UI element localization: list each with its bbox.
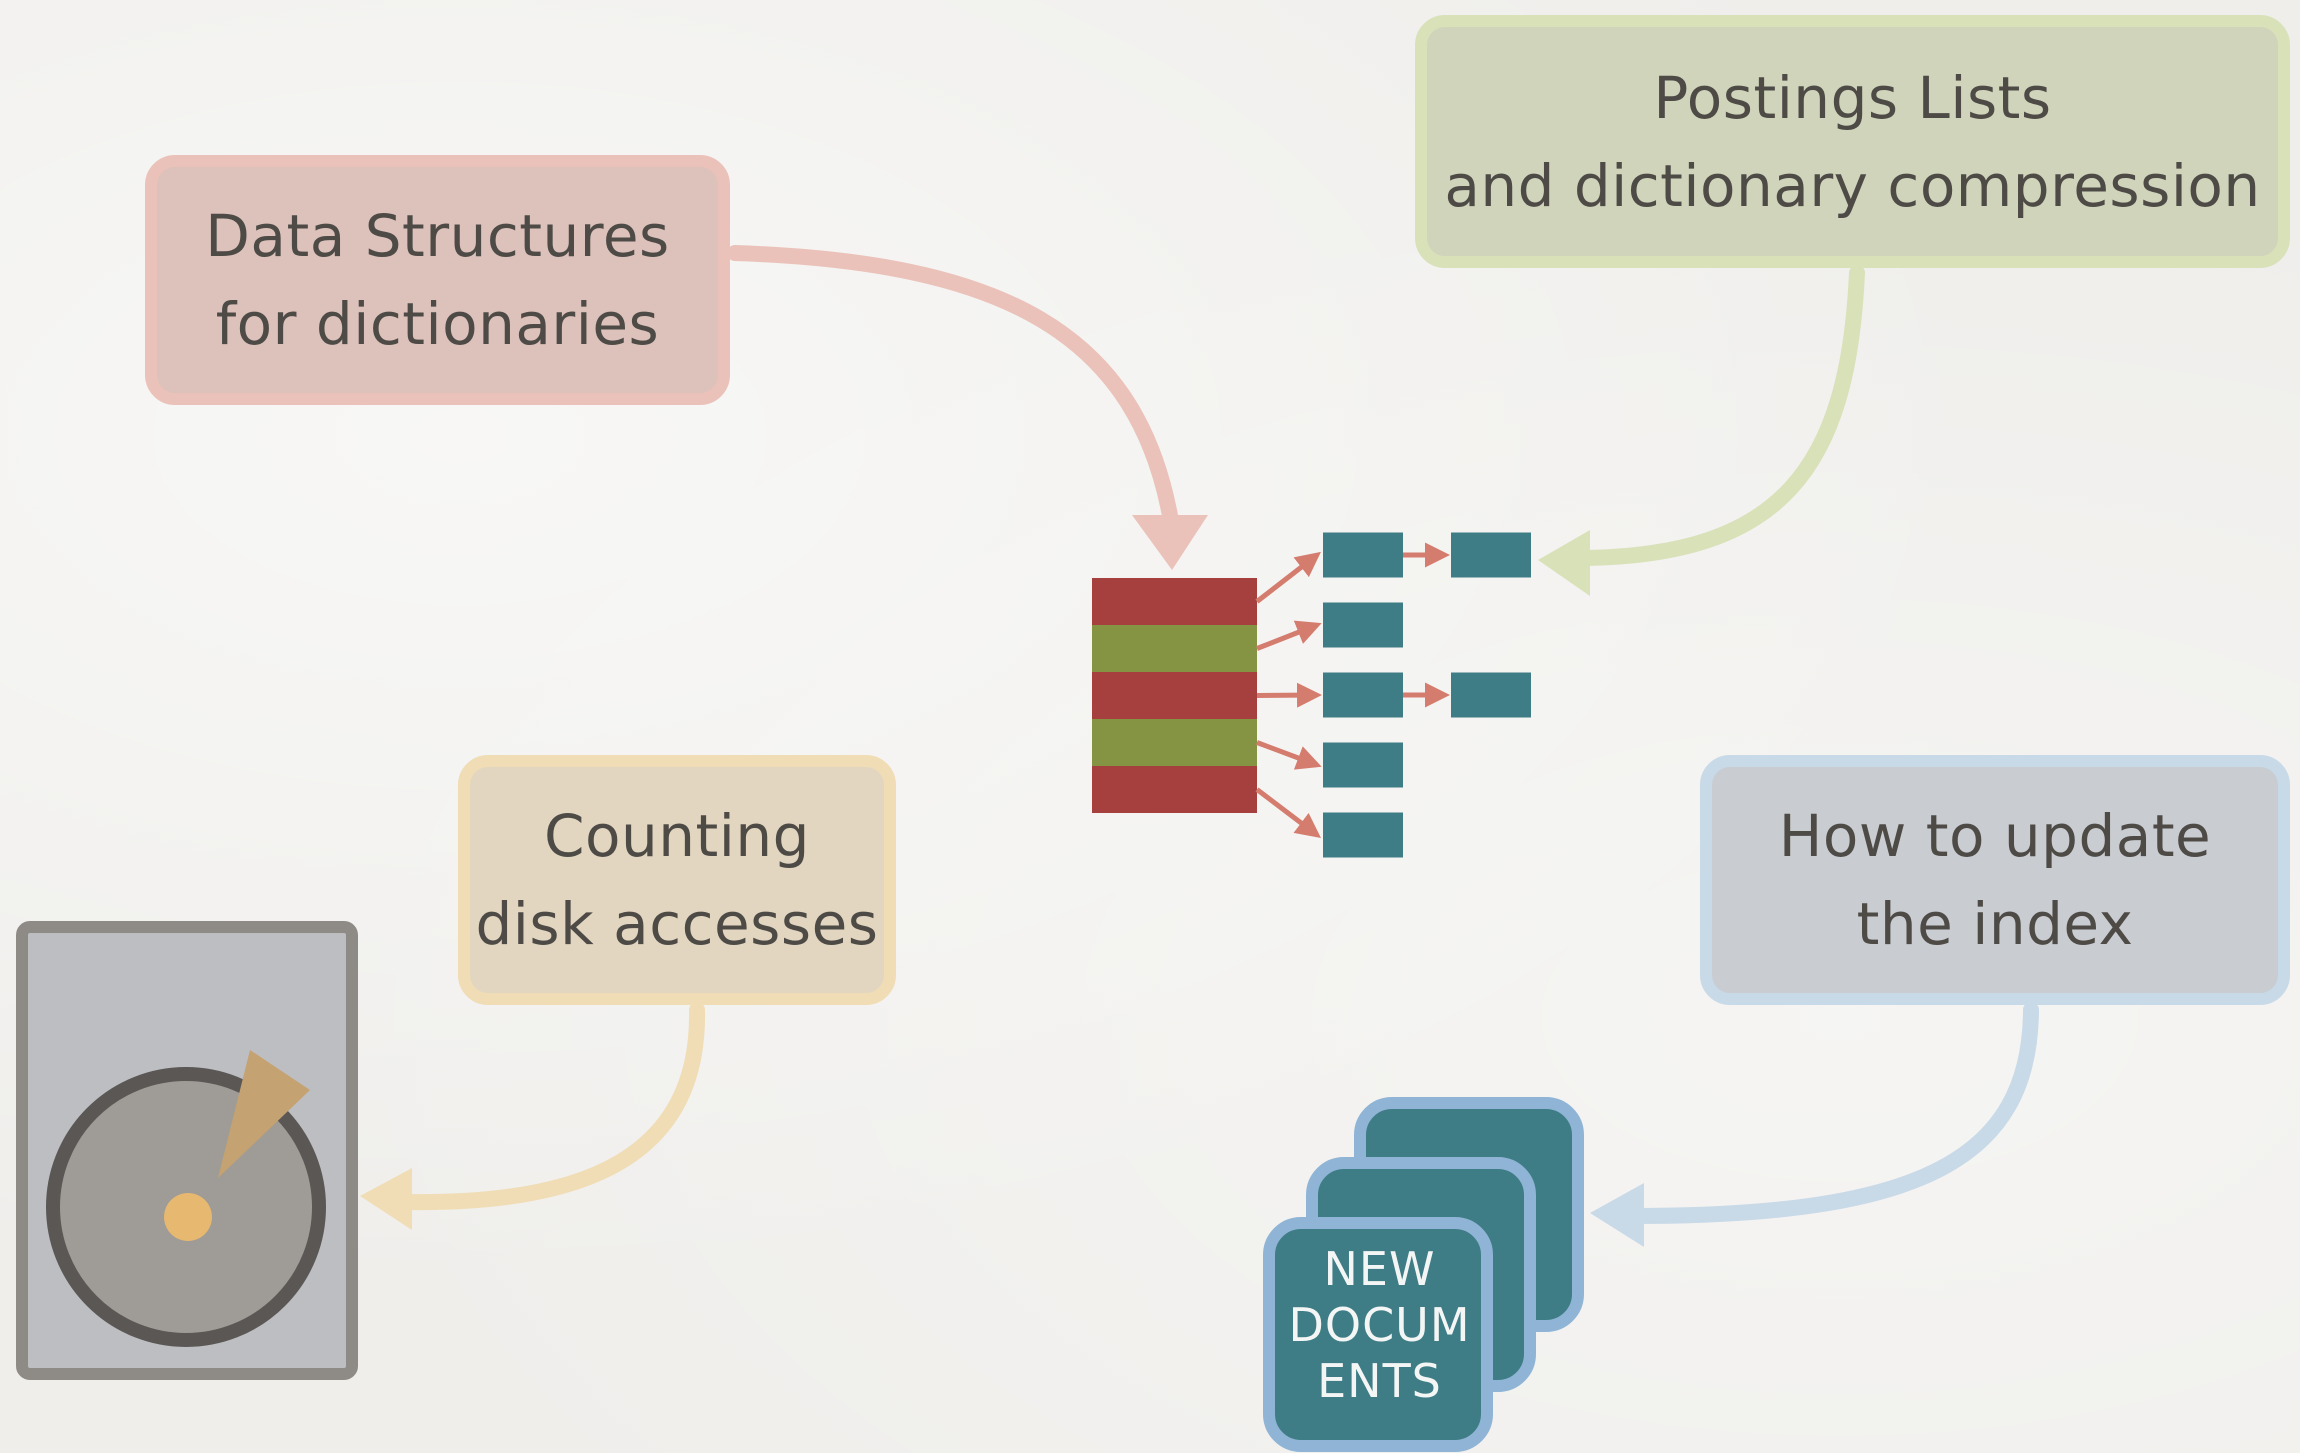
document-stack-icon bbox=[1263, 1097, 1584, 1452]
dictionary-entry bbox=[1092, 766, 1257, 813]
new-document-card bbox=[1263, 1217, 1493, 1452]
posting-node bbox=[1451, 672, 1531, 718]
inverted-index-figure bbox=[1092, 532, 1531, 858]
counting-disk-line2: disk accesses bbox=[475, 890, 879, 958]
update-index-box: How to update the index bbox=[1700, 755, 2290, 1005]
dictionary-entry bbox=[1092, 578, 1257, 625]
dictionary-entry bbox=[1092, 625, 1257, 672]
hard-disk-icon bbox=[16, 921, 358, 1380]
new-documents-line1: NEW bbox=[1323, 1242, 1436, 1296]
arrowhead-icon bbox=[1590, 1183, 1644, 1247]
dictionary-pointer bbox=[1255, 787, 1321, 839]
update-index-line2: the index bbox=[1856, 890, 2134, 958]
new-documents-line3: ENTS bbox=[1317, 1354, 1442, 1408]
arrowhead-icon bbox=[1132, 515, 1208, 570]
postings-lists-box: Postings Lists and dictionary compressio… bbox=[1415, 15, 2290, 268]
posting-node bbox=[1323, 602, 1403, 648]
arrowhead-icon bbox=[1538, 530, 1590, 596]
connector-postings bbox=[1538, 265, 1865, 596]
data-structures-line2: for dictionaries bbox=[215, 290, 660, 358]
postings-lists-line1: Postings Lists bbox=[1653, 63, 2052, 132]
posting-node bbox=[1323, 812, 1403, 858]
posting-node bbox=[1323, 742, 1403, 788]
posting-node bbox=[1451, 532, 1531, 578]
dictionary-pointer bbox=[1256, 620, 1322, 651]
posting-node bbox=[1323, 672, 1403, 718]
counting-disk-box: Counting disk accesses bbox=[458, 755, 896, 1005]
disk-read-arm bbox=[218, 1050, 310, 1178]
disk-spindle bbox=[164, 1193, 212, 1241]
arrowhead-icon bbox=[360, 1168, 412, 1230]
dictionary-pointer bbox=[1256, 740, 1322, 770]
posting-node bbox=[1323, 532, 1403, 578]
connector-update bbox=[1590, 1002, 2039, 1247]
new-documents-label: NEW DOCUM ENTS bbox=[1282, 1230, 1477, 1420]
update-index-line1: How to update bbox=[1778, 802, 2212, 870]
connector-counting bbox=[360, 1002, 706, 1230]
dictionary-entry bbox=[1092, 719, 1257, 766]
data-structures-line1: Data Structures bbox=[205, 202, 670, 270]
dictionary-entry bbox=[1092, 672, 1257, 719]
counting-disk-line1: Counting bbox=[544, 802, 810, 870]
postings-lists-line2: and dictionary compression bbox=[1444, 151, 2261, 220]
new-documents-line2: DOCUM bbox=[1288, 1298, 1471, 1352]
data-structures-box: Data Structures for dictionaries bbox=[145, 155, 730, 405]
dictionary-pointer bbox=[1256, 682, 1322, 708]
connector-data-structures bbox=[727, 245, 1208, 570]
dictionary-pointer bbox=[1255, 551, 1321, 604]
